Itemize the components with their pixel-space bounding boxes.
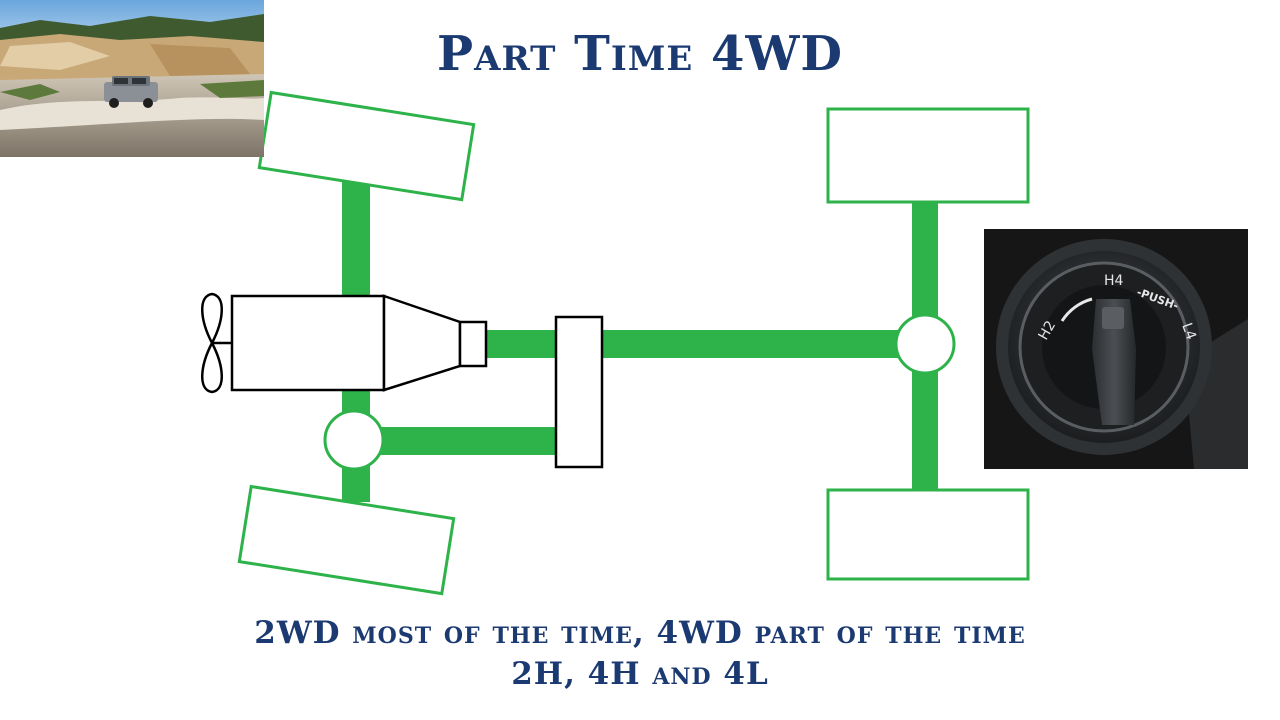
rear-left-wheel (828, 109, 1028, 202)
front-right-wheel (239, 487, 453, 594)
selector-label-h4: H4 (1104, 273, 1124, 289)
engine-block (232, 296, 384, 390)
front-axle-upper (342, 180, 370, 302)
caption-range-options: 2H, 4H and 4L (0, 656, 1280, 692)
rear-differential (896, 315, 954, 373)
front-left-wheel (259, 93, 473, 200)
caption-drive-modes: 2WD most of the time, 4WD part of the ti… (0, 615, 1280, 651)
front-differential (325, 411, 383, 469)
offroad-vehicle-photo (0, 0, 264, 157)
front-driveshaft (380, 427, 558, 455)
fan-icon (202, 294, 232, 392)
transfer-selector-photo: H2 H4 -PUSH- L4 (984, 229, 1248, 469)
rear-right-wheel (828, 490, 1028, 579)
transmission-output-shaft (484, 330, 558, 358)
engine-assembly (232, 296, 486, 390)
transfer-case (556, 317, 602, 467)
transmission-tail (460, 322, 486, 366)
rear-driveshaft (602, 330, 904, 358)
transmission-bellhousing (384, 296, 460, 390)
